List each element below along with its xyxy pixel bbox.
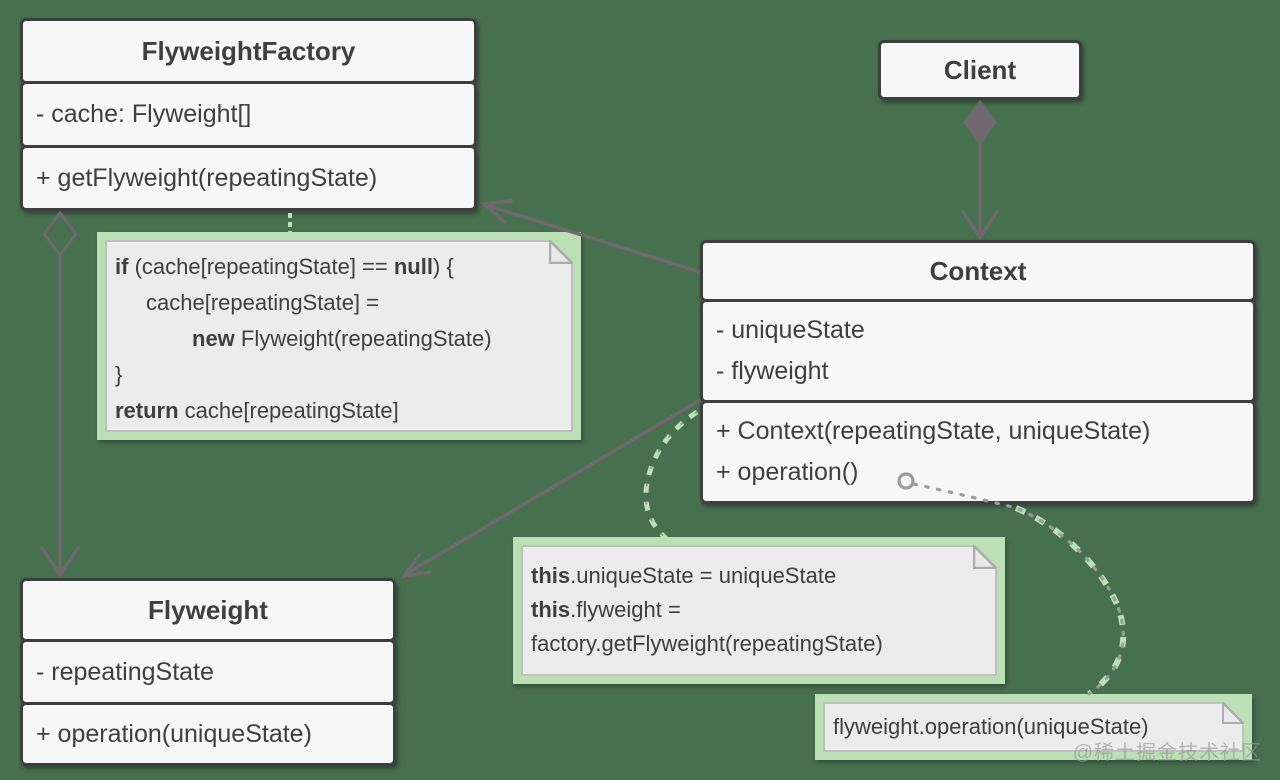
- note-factory-code: if (cache[repeatingState] == null) { cach…: [97, 232, 581, 440]
- class-title-flyweight: Flyweight: [20, 578, 396, 642]
- note-anchor-constructor: [643, 409, 699, 542]
- note-code-line: if (cache[repeatingState] == null) {: [115, 254, 454, 279]
- class-member-row: + Context(repeatingState, uniqueState): [716, 417, 1151, 445]
- watermark: @稀土掘金技术社区: [1072, 742, 1262, 764]
- open-arrowhead-icon: [479, 199, 513, 224]
- note-code-line: factory.getFlyweight(repeatingState): [531, 631, 883, 656]
- class-member-row: - repeatingState: [36, 657, 214, 686]
- note-code-line: this.flyweight =: [531, 597, 681, 622]
- open-arrowhead-icon: [961, 210, 999, 241]
- class-methods-flyweight-factory: + getFlyweight(repeatingState): [20, 145, 477, 211]
- note-context-constructor-body: this.uniqueState = uniqueState this.flywe…: [521, 545, 997, 676]
- note-operation-code: flyweight.operation(uniqueState): [815, 694, 1252, 760]
- class-methods-context: + Context(repeatingState, uniqueState) + …: [700, 400, 1256, 504]
- class-title-client: Client: [878, 40, 1082, 100]
- class-context: Context - uniqueState - flyweight + Conte…: [700, 240, 1256, 504]
- class-methods-flyweight: + operation(uniqueState): [20, 702, 396, 766]
- note-operation-body: flyweight.operation(uniqueState): [823, 702, 1244, 752]
- class-flyweight: Flyweight - repeatingState + operation(u…: [20, 578, 396, 766]
- class-title-context: Context: [700, 240, 1256, 302]
- note-code-line: }: [115, 362, 123, 387]
- connector-client-to-context: [961, 100, 999, 241]
- class-title-flyweight-factory: FlyweightFactory: [20, 18, 477, 84]
- note-code-line: new Flyweight(repeatingState): [192, 326, 492, 351]
- hollow-diamond-icon: [42, 210, 78, 258]
- class-member-row: + getFlyweight(repeatingState): [36, 163, 378, 192]
- note-code-line: flyweight.operation(uniqueState): [833, 714, 1149, 739]
- class-flyweight-factory: FlyweightFactory - cache: Flyweight[] + …: [20, 18, 477, 211]
- note-code-line: this.uniqueState = uniqueState: [531, 563, 837, 588]
- class-member-row: - uniqueState: [716, 316, 865, 344]
- open-arrowhead-icon: [400, 552, 432, 579]
- note-code-line: return cache[repeatingState]: [115, 398, 399, 423]
- class-client: Client: [878, 40, 1082, 100]
- class-member-row: + operation(): [716, 458, 859, 486]
- class-attributes-flyweight: - repeatingState: [20, 639, 396, 705]
- note-context-constructor-code: this.uniqueState = uniqueState this.flywe…: [513, 537, 1005, 684]
- filled-diamond-icon: [963, 100, 997, 145]
- class-member-row: - flyweight: [716, 357, 829, 385]
- connector-factory-to-flyweight: [40, 210, 80, 579]
- note-factory-code-body: if (cache[repeatingState] == null) { cach…: [105, 240, 573, 432]
- class-member-row: - cache: Flyweight[]: [36, 100, 252, 128]
- note-code-line: cache[repeatingState] =: [146, 290, 379, 315]
- class-attributes-flyweight-factory: - cache: Flyweight[]: [20, 81, 477, 148]
- open-arrowhead-icon: [40, 546, 80, 579]
- class-member-row: + operation(uniqueState): [36, 719, 312, 748]
- class-attributes-context: - uniqueState - flyweight: [700, 299, 1256, 403]
